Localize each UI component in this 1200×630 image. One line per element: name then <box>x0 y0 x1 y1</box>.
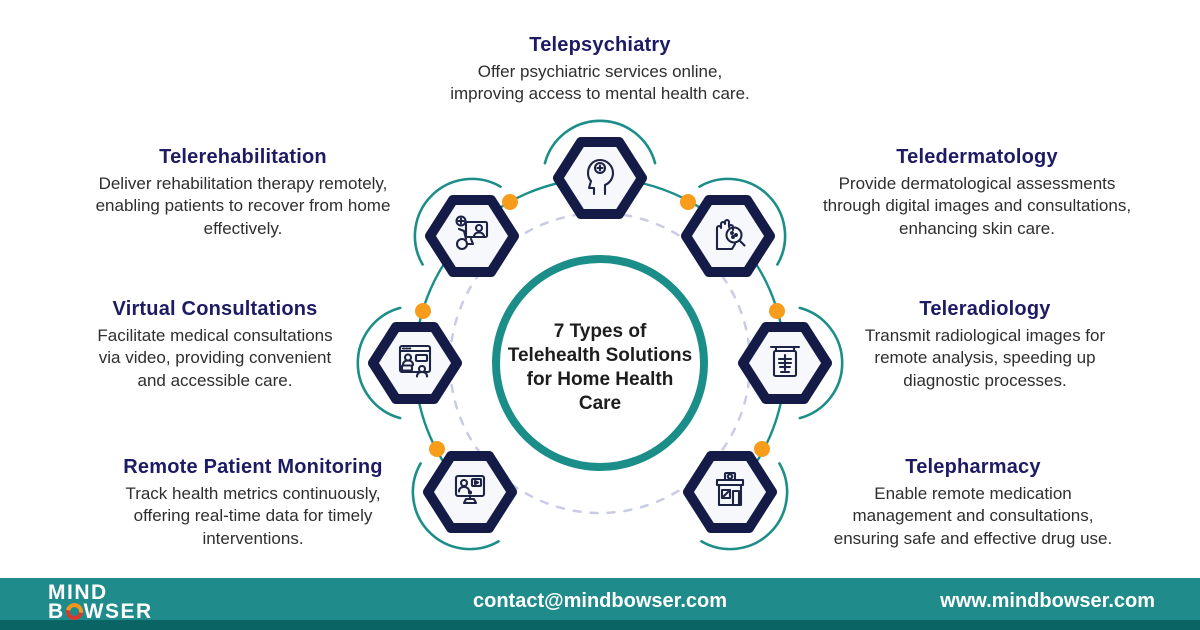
junction-dots <box>415 194 785 457</box>
block-virtual-consultations: Virtual Consultations Facilitate medical… <box>15 298 415 392</box>
item-description: Transmit radiological images for remote … <box>864 326 1106 390</box>
monitor-patient-icon <box>454 474 486 505</box>
item-title: Telepsychiatry <box>529 34 671 56</box>
block-teleradiology: Teleradiology Transmit radiological imag… <box>785 298 1185 392</box>
hexagon-teledermatology <box>681 195 775 277</box>
item-title: Teledermatology <box>896 146 1058 168</box>
item-title: Teleradiology <box>919 298 1051 320</box>
website-url: www.mindbowser.com <box>940 590 1155 612</box>
hexagon-telerehabilitation <box>425 195 519 277</box>
hexagon-teleradiology <box>738 322 832 404</box>
contact-email: contact@mindbowser.com <box>473 590 727 612</box>
hexagon-remote-patient-monitoring <box>423 451 517 533</box>
item-description: Track health metrics continuously, offer… <box>125 484 381 548</box>
hood-arcs <box>356 119 844 551</box>
item-description: Provide dermatological assessments throu… <box>822 174 1132 238</box>
hexagon-virtual-consultations <box>368 322 462 404</box>
xray-screen-icon <box>769 345 801 378</box>
head-with-cross-icon <box>586 158 615 196</box>
item-title: Telepharmacy <box>905 456 1041 478</box>
item-description: Enable remote medication management and … <box>833 484 1113 548</box>
item-title: Remote Patient Monitoring <box>123 456 383 478</box>
item-description: Offer psychiatric services online, impro… <box>450 62 750 104</box>
video-chat-icon <box>398 344 432 378</box>
block-telepharmacy: Telepharmacy Enable remote medication ma… <box>773 456 1173 550</box>
logo-line-1: MIND <box>48 581 108 604</box>
hexagon-telepharmacy <box>683 451 777 533</box>
diagram-lines-layer <box>356 119 844 551</box>
item-description: Deliver rehabilitation therapy remotely,… <box>95 174 391 238</box>
block-telepsychiatry: Telepsychiatry Offer psychiatric service… <box>400 34 800 106</box>
item-description: Facilitate medical consultations via vid… <box>97 326 333 390</box>
item-title: Virtual Consultations <box>112 298 318 320</box>
center-circle <box>492 255 708 471</box>
hand-magnifier-icon <box>715 218 746 251</box>
hexagon-telepsychiatry <box>553 137 647 219</box>
pharmacy-store-icon <box>715 471 745 507</box>
block-teledermatology: Teledermatology Provide dermatological a… <box>777 146 1177 240</box>
footer-strip <box>0 620 1200 630</box>
center-title: 7 Types of Telehealth Solutions for Home… <box>507 321 693 414</box>
block-telerehabilitation: Telerehabilitation Deliver rehabilitatio… <box>43 146 443 240</box>
item-title: Telerehabilitation <box>159 146 327 168</box>
wheelchair-telescreen-icon <box>455 215 489 251</box>
block-remote-patient-monitoring: Remote Patient Monitoring Track health m… <box>53 456 453 550</box>
